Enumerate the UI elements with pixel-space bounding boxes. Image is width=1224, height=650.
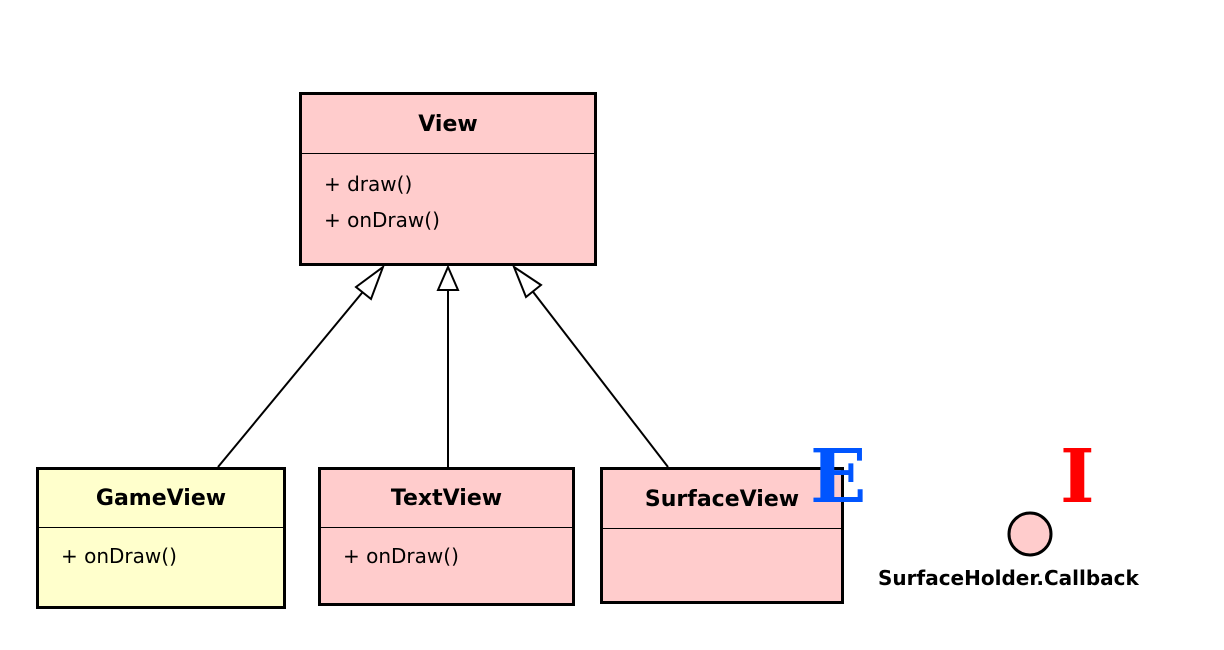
class-view-operation: + onDraw() [324, 208, 440, 232]
class-gameview-name: GameView [39, 470, 283, 528]
gameview-inheritance-arrowhead [354, 264, 386, 301]
extends-marker: E [810, 434, 867, 520]
class-textview-operations: + onDraw() [321, 528, 572, 574]
interface-label: SurfaceHolder.Callback [878, 566, 1139, 590]
class-view-operations: + draw() + onDraw() [302, 154, 594, 238]
class-view-name: View [302, 95, 594, 154]
surfaceview-inheritance-arrowhead [511, 264, 543, 299]
class-gameview-operation: + onDraw() [61, 544, 177, 568]
gameview-inheritance-line [217, 281, 372, 468]
class-textview-name: TextView [321, 470, 572, 528]
class-gameview-operations: + onDraw() [39, 528, 283, 574]
class-gameview[interactable]: GameView + onDraw() [36, 467, 286, 609]
surfaceview-inheritance-line [526, 283, 669, 468]
class-surfaceview-operations [603, 529, 841, 541]
implements-marker: I [1060, 434, 1095, 520]
class-surfaceview[interactable]: SurfaceView [600, 467, 844, 604]
interface-lollipop-icon [1007, 511, 1053, 557]
textview-inheritance-arrowhead [436, 264, 460, 291]
class-view-operation: + draw() [324, 172, 413, 196]
class-surfaceview-name: SurfaceView [603, 470, 841, 529]
class-view[interactable]: View + draw() + onDraw() [299, 92, 597, 266]
class-textview-operation: + onDraw() [343, 544, 459, 568]
class-textview[interactable]: TextView + onDraw() [318, 467, 575, 606]
